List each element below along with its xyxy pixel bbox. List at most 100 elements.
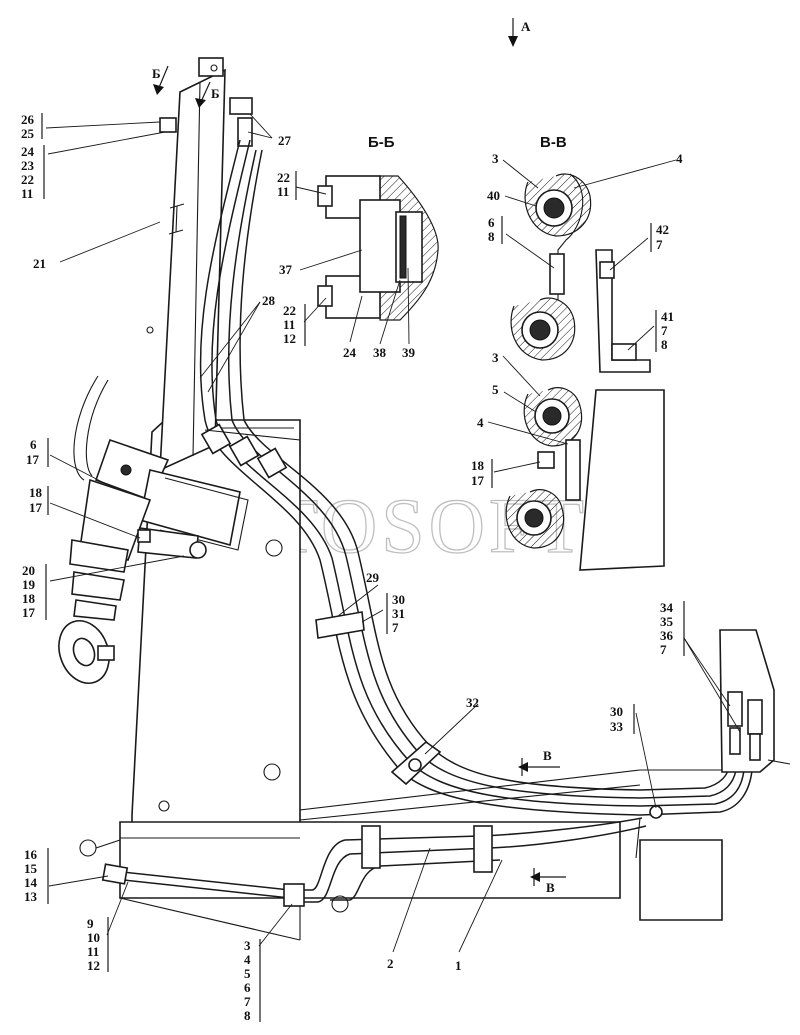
cut-mark-b-label-1: Б (152, 66, 161, 81)
svg-text:18: 18 (29, 485, 43, 500)
svg-text:24: 24 (21, 144, 35, 159)
svg-text:11: 11 (277, 184, 289, 199)
callout-26-25: 26 25 (21, 112, 43, 141)
svg-text:8: 8 (488, 229, 495, 244)
callout-bb-37: 37 (279, 262, 293, 277)
svg-text:20: 20 (22, 563, 35, 578)
callout-bb-24: 24 (343, 345, 357, 360)
svg-text:5: 5 (244, 966, 251, 981)
svg-text:10: 10 (87, 930, 100, 945)
callout-vv-3-top: 3 (492, 151, 499, 166)
svg-text:16: 16 (24, 847, 38, 862)
section-title-b-b: Б-Б (368, 134, 395, 151)
cut-mark-b-label-2: Б (211, 86, 220, 101)
callout-18-17: 18 17 (29, 485, 49, 515)
svg-text:22: 22 (277, 170, 290, 185)
callout-bb-39: 39 (402, 345, 416, 360)
svg-text:9: 9 (87, 916, 94, 931)
callout-bb-22-11-12: 22 11 12 (283, 303, 306, 346)
svg-text:7: 7 (244, 994, 251, 1009)
callout-vv-3-bottom: 3 (492, 350, 499, 365)
svg-text:23: 23 (21, 158, 35, 173)
cut-mark-b: Б Б (152, 65, 220, 108)
svg-text:17: 17 (29, 500, 43, 515)
svg-text:17: 17 (22, 605, 36, 620)
callout-bb-22-11: 22 11 (277, 170, 297, 200)
cut-mark-v-label-2: В (546, 880, 555, 895)
callout-27: 27 (278, 133, 292, 148)
callout-9-12: 9 10 11 12 (87, 916, 109, 973)
leader-lines (45, 113, 741, 953)
view-a-label: А (521, 19, 531, 34)
svg-text:11: 11 (283, 317, 295, 332)
svg-text:18: 18 (471, 458, 485, 473)
callout-vv-40: 40 (487, 188, 500, 203)
callout-vv-4-top: 4 (676, 151, 683, 166)
svg-text:30: 30 (610, 704, 623, 719)
callout-vv-18-17: 18 17 (471, 458, 493, 488)
svg-text:15: 15 (24, 861, 38, 876)
svg-text:36: 36 (660, 628, 674, 643)
callout-vv-41-7-8: 41 7 8 (655, 309, 674, 352)
callout-24-11: 24 23 22 11 (21, 144, 45, 201)
svg-text:8: 8 (244, 1008, 251, 1023)
callout-30-31-7: 30 31 7 (386, 592, 405, 635)
view-a-arrow: А (508, 18, 531, 47)
svg-text:12: 12 (283, 331, 296, 346)
svg-text:12: 12 (87, 958, 100, 973)
svg-text:34: 34 (660, 600, 674, 615)
svg-text:18: 18 (22, 591, 36, 606)
callout-vv-5: 5 (492, 382, 499, 397)
svg-text:17: 17 (471, 473, 485, 488)
svg-text:6: 6 (488, 215, 495, 230)
svg-text:13: 13 (24, 889, 38, 904)
section-title-v-v: В-В (540, 134, 567, 151)
svg-text:33: 33 (610, 719, 624, 734)
svg-text:35: 35 (660, 614, 674, 629)
svg-text:22: 22 (283, 303, 296, 318)
callout-vv-6-8: 6 8 (488, 215, 503, 244)
svg-text:42: 42 (656, 222, 669, 237)
svg-text:41: 41 (661, 309, 674, 324)
callout-3-8: 3 4 5 6 7 8 (244, 938, 261, 1023)
callout-1: 1 (455, 958, 462, 973)
svg-text:14: 14 (24, 875, 38, 890)
boom-post (146, 57, 253, 472)
svg-text:22: 22 (21, 172, 34, 187)
callout-29: 29 (366, 570, 380, 585)
callout-6-17: 6 17 (26, 437, 49, 467)
cut-mark-v: В В (518, 748, 566, 895)
hydraulic-cylinder (58, 375, 249, 684)
svg-text:3: 3 (244, 938, 251, 953)
svg-text:11: 11 (21, 186, 33, 201)
callout-28: 28 (262, 293, 276, 308)
svg-text:7: 7 (656, 237, 663, 252)
svg-text:7: 7 (392, 620, 399, 635)
callout-30-33: 30 33 (610, 704, 635, 734)
svg-text:30: 30 (392, 592, 405, 607)
svg-text:7: 7 (660, 642, 667, 657)
svg-text:11: 11 (87, 944, 99, 959)
callout-vv-42-7: 42 7 (650, 222, 669, 252)
svg-text:19: 19 (22, 577, 36, 592)
callout-16-13: 16 15 14 13 (24, 847, 49, 904)
callout-bb-38: 38 (373, 345, 387, 360)
svg-text:8: 8 (661, 337, 668, 352)
svg-text:26: 26 (21, 112, 35, 127)
svg-text:4: 4 (244, 952, 251, 967)
callouts: 26 25 24 23 22 11 27 21 6 17 18 17 20 19… (21, 112, 685, 1023)
svg-text:6: 6 (244, 980, 251, 995)
callout-32: 32 (466, 695, 479, 710)
svg-text:31: 31 (392, 606, 405, 621)
section-v-v: В-В (505, 134, 665, 571)
callout-vv-4-bottom: 4 (477, 415, 484, 430)
callout-21: 21 (33, 256, 46, 271)
svg-text:6: 6 (30, 437, 37, 452)
cut-mark-v-label-1: В (543, 748, 552, 763)
callout-20-17: 20 19 18 17 (22, 563, 47, 620)
callout-2: 2 (387, 956, 394, 971)
callout-34-7: 34 35 36 7 (660, 600, 685, 657)
svg-text:25: 25 (21, 126, 35, 141)
section-b-b: Б-Б (317, 134, 439, 321)
